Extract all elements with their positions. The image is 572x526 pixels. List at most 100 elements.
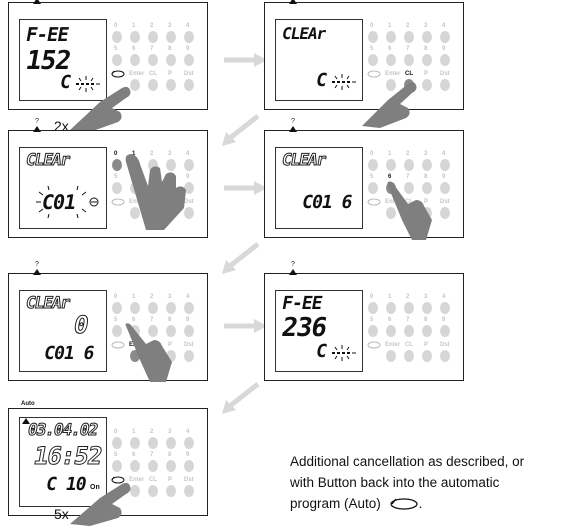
key-9[interactable] <box>184 460 194 472</box>
key-5[interactable] <box>368 182 378 194</box>
back-arrow-icon[interactable] <box>111 476 125 484</box>
key-3[interactable] <box>166 31 176 43</box>
back-arrow-icon[interactable] <box>111 70 125 78</box>
key-4[interactable] <box>440 302 450 314</box>
key-5[interactable] <box>368 325 378 337</box>
blinking-dashes-icon <box>332 74 356 90</box>
key-7[interactable] <box>148 325 158 337</box>
key-3[interactable] <box>166 302 176 314</box>
key-2[interactable] <box>404 159 414 171</box>
key-4[interactable] <box>184 302 194 314</box>
key-2[interactable] <box>148 31 158 43</box>
key-7[interactable] <box>148 54 158 66</box>
key-p[interactable] <box>166 485 176 497</box>
key-4[interactable] <box>184 159 194 171</box>
key-4[interactable] <box>440 159 450 171</box>
key-enter[interactable] <box>130 485 140 497</box>
key-6[interactable] <box>130 54 140 66</box>
key-4[interactable] <box>184 437 194 449</box>
key-8[interactable] <box>166 54 176 66</box>
key-1[interactable] <box>386 31 396 43</box>
key-6[interactable] <box>386 54 396 66</box>
key-0[interactable] <box>112 159 122 171</box>
key-1[interactable] <box>386 302 396 314</box>
key-dst[interactable] <box>184 207 194 219</box>
key-1[interactable] <box>386 159 396 171</box>
key-p[interactable] <box>166 350 176 362</box>
key-6[interactable] <box>130 460 140 472</box>
key-2[interactable] <box>404 302 414 314</box>
key-dst[interactable] <box>184 350 194 362</box>
key-5[interactable] <box>112 460 122 472</box>
key-cl[interactable] <box>148 485 158 497</box>
key-6[interactable] <box>386 325 396 337</box>
key-8[interactable] <box>166 460 176 472</box>
back-arrow-icon[interactable] <box>111 198 125 206</box>
key-0[interactable] <box>112 31 122 43</box>
back-arrow-icon[interactable] <box>111 341 125 349</box>
key-enter[interactable] <box>130 350 140 362</box>
key-3[interactable] <box>422 159 432 171</box>
key-label: 3 <box>424 23 428 29</box>
key-2[interactable] <box>148 159 158 171</box>
key-2[interactable] <box>148 302 158 314</box>
key-5[interactable] <box>112 54 122 66</box>
key-label: 1 <box>132 294 136 300</box>
back-arrow-icon[interactable] <box>367 70 381 78</box>
key-9[interactable] <box>184 54 194 66</box>
key-7[interactable] <box>148 460 158 472</box>
key-1[interactable] <box>130 302 140 314</box>
key-9[interactable] <box>440 182 450 194</box>
triangle-icon <box>33 269 41 275</box>
key-4[interactable] <box>440 31 450 43</box>
key-enter[interactable] <box>386 350 396 362</box>
key-cl[interactable] <box>148 79 158 91</box>
key-0[interactable] <box>112 302 122 314</box>
key-8[interactable] <box>422 54 432 66</box>
key-8[interactable] <box>422 325 432 337</box>
key-1[interactable] <box>130 31 140 43</box>
key-9[interactable] <box>184 182 194 194</box>
key-2[interactable] <box>148 437 158 449</box>
key-9[interactable] <box>440 54 450 66</box>
key-0[interactable] <box>368 302 378 314</box>
key-label-dst: Dst <box>440 199 450 205</box>
key-dst[interactable] <box>184 485 194 497</box>
key-enter[interactable] <box>386 79 396 91</box>
key-dst[interactable] <box>440 207 450 219</box>
key-dst[interactable] <box>184 79 194 91</box>
key-enter[interactable] <box>130 207 140 219</box>
key-3[interactable] <box>422 302 432 314</box>
key-5[interactable] <box>112 182 122 194</box>
key-7[interactable] <box>404 182 414 194</box>
key-0[interactable] <box>112 437 122 449</box>
key-3[interactable] <box>166 437 176 449</box>
key-3[interactable] <box>422 31 432 43</box>
key-p[interactable] <box>166 79 176 91</box>
key-p[interactable] <box>422 350 432 362</box>
key-dst[interactable] <box>440 79 450 91</box>
key-2[interactable] <box>404 31 414 43</box>
key-dst[interactable] <box>440 350 450 362</box>
back-arrow-icon[interactable] <box>367 198 381 206</box>
key-enter[interactable] <box>386 207 396 219</box>
key-7[interactable] <box>404 325 414 337</box>
key-label: 0 <box>370 23 374 29</box>
key-8[interactable] <box>422 182 432 194</box>
key-0[interactable] <box>368 31 378 43</box>
key-label-cl: CL <box>405 199 413 205</box>
key-cl[interactable] <box>404 350 414 362</box>
key-5[interactable] <box>112 325 122 337</box>
key-8[interactable] <box>166 325 176 337</box>
key-9[interactable] <box>440 325 450 337</box>
key-4[interactable] <box>184 31 194 43</box>
back-arrow-icon[interactable] <box>367 341 381 349</box>
key-3[interactable] <box>166 159 176 171</box>
key-enter[interactable] <box>130 79 140 91</box>
key-7[interactable] <box>404 54 414 66</box>
key-9[interactable] <box>184 325 194 337</box>
key-p[interactable] <box>422 79 432 91</box>
key-0[interactable] <box>368 159 378 171</box>
key-1[interactable] <box>130 437 140 449</box>
key-5[interactable] <box>368 54 378 66</box>
